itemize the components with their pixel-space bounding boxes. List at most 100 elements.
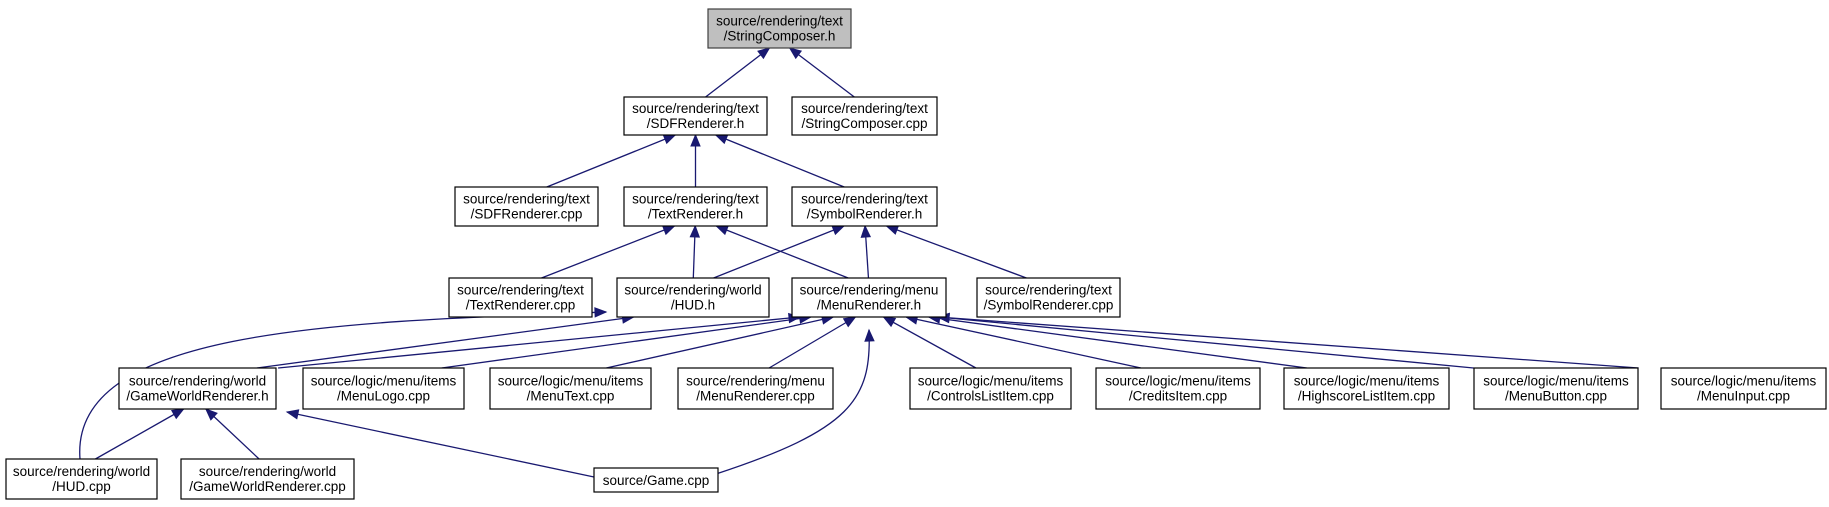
edges-layer <box>79 47 1639 478</box>
node-creditsitem_cpp[interactable]: source/logic/menu/items/CreditsItem.cpp <box>1095 367 1261 410</box>
node-hud_h[interactable]: source/rendering/world/HUD.h <box>616 277 770 318</box>
node-symbolrenderer_cpp[interactable]: source/rendering/text/SymbolRenderer.cpp <box>976 277 1121 318</box>
node-menurenderer_cpp[interactable]: source/rendering/menu/MenuRenderer.cpp <box>677 367 834 410</box>
node-box[interactable] <box>976 277 1121 318</box>
node-symbolrenderer_h[interactable]: source/rendering/text/SymbolRenderer.h <box>791 186 938 227</box>
node-menulogo_cpp[interactable]: source/logic/menu/items/MenuLogo.cpp <box>302 367 465 410</box>
node-menutext_cpp[interactable]: source/logic/menu/items/MenuText.cpp <box>489 367 652 410</box>
edge-menuinput_cpp-to-menurenderer_h <box>937 316 1639 369</box>
node-label-line1: source/rendering/world <box>13 464 150 479</box>
node-label-line1: source/Game.cpp <box>603 473 710 488</box>
node-box[interactable] <box>1660 367 1827 410</box>
node-label-line1: source/logic/menu/items <box>918 374 1064 389</box>
node-label-line1: source/rendering/world <box>199 464 336 479</box>
arrowhead-controlslistitem_cpp-to-menurenderer_h <box>882 316 897 328</box>
node-menurenderer_h[interactable]: source/rendering/menu/MenuRenderer.h <box>791 277 947 318</box>
node-textrenderer_cpp[interactable]: source/rendering/text/TextRenderer.cpp <box>448 277 593 318</box>
node-box[interactable] <box>489 367 652 410</box>
node-label-line1: source/logic/menu/items <box>1105 374 1251 389</box>
node-label-line2: /StringComposer.h <box>724 29 836 44</box>
node-highscorelistitem_cpp[interactable]: source/logic/menu/items/HighscoreListIte… <box>1283 367 1450 410</box>
node-textrenderer_h[interactable]: source/rendering/text/TextRenderer.h <box>623 186 768 227</box>
node-menuinput_cpp[interactable]: source/logic/menu/items/MenuInput.cpp <box>1660 367 1827 410</box>
edge-symbolrenderer_cpp-to-symbolrenderer_h <box>886 225 1027 279</box>
node-label-line2: /HUD.cpp <box>52 479 111 494</box>
arrowhead-hud_cpp-to-gameworldrenderer_h <box>170 408 185 420</box>
edge-gameworldrenderer_cpp-to-gameworldrenderer_h <box>205 408 260 460</box>
node-label-line2: /SDFRenderer.cpp <box>471 207 583 222</box>
arrowhead-textrenderer_cpp-to-textrenderer_h <box>661 225 676 236</box>
node-box[interactable] <box>623 186 768 227</box>
node-label-line1: source/rendering/text <box>801 101 928 116</box>
node-box[interactable] <box>448 277 593 318</box>
arrowhead-menurenderer_h-to-symbolrenderer_h <box>860 224 872 238</box>
edge-highscorelistitem_cpp-to-menurenderer_h <box>928 316 1307 369</box>
node-box[interactable] <box>707 8 852 49</box>
node-box[interactable] <box>909 367 1072 410</box>
edge-menubutton_cpp-to-menurenderer_h <box>937 316 1474 369</box>
node-label-line2: /MenuRenderer.cpp <box>696 389 815 404</box>
node-stringcomposer_cpp[interactable]: source/rendering/text/StringComposer.cpp <box>791 96 938 136</box>
edge-hud_h-to-symbolrenderer_h <box>713 225 845 279</box>
node-label-line2: /MenuLogo.cpp <box>337 389 430 404</box>
node-box[interactable] <box>791 277 947 318</box>
edge-hud_cpp-to-gameworldrenderer_h <box>95 408 184 460</box>
node-box[interactable] <box>180 458 355 500</box>
edge-sdfrenderer_cpp-to-sdfrenderer_h <box>546 134 676 188</box>
node-box[interactable] <box>623 96 768 136</box>
arrowhead-menurenderer_cpp-to-menurenderer_h <box>842 316 857 328</box>
node-label-line1: source/rendering/menu <box>800 283 939 298</box>
edge-stringcomposer_cpp-to-stringcomposer_h <box>789 47 855 98</box>
node-box[interactable] <box>1283 367 1450 410</box>
node-label-line1: source/rendering/text <box>632 101 759 116</box>
node-sdfrenderer_cpp[interactable]: source/rendering/text/SDFRenderer.cpp <box>454 186 599 227</box>
edge-gameworldrenderer_h-to-menurenderer_h <box>278 316 801 369</box>
node-box[interactable] <box>1473 367 1639 410</box>
node-hud_cpp[interactable]: source/rendering/world/HUD.cpp <box>5 458 158 500</box>
node-label-line2: /GameWorldRenderer.h <box>126 389 268 404</box>
node-game_cpp[interactable]: source/Game.cpp <box>593 467 719 493</box>
nodes-layer: source/rendering/text/StringComposer.hso… <box>5 8 1827 500</box>
edge-menulogo_cpp-to-menurenderer_h <box>441 316 811 369</box>
node-label-line1: source/logic/menu/items <box>498 374 644 389</box>
node-label-line1: source/rendering/text <box>985 283 1112 298</box>
node-label-line2: /SDFRenderer.h <box>647 116 745 131</box>
node-label-line2: /MenuRenderer.h <box>817 298 921 313</box>
arrowhead-hud_h-to-textrenderer_h <box>689 224 701 238</box>
arrowhead-hud_h-to-symbolrenderer_h <box>831 225 846 236</box>
arrowhead-sdfrenderer_h-to-stringcomposer_h <box>757 47 771 60</box>
node-box[interactable] <box>593 467 719 493</box>
node-menubutton_cpp[interactable]: source/logic/menu/items/MenuButton.cpp <box>1473 367 1639 410</box>
edge-game_cpp-to-menurenderer_h <box>715 329 870 475</box>
node-box[interactable] <box>454 186 599 227</box>
node-label-line1: source/rendering/text <box>457 283 584 298</box>
edge-menurenderer_h-to-textrenderer_h <box>716 225 849 279</box>
node-sdfrenderer_h[interactable]: source/rendering/text/SDFRenderer.h <box>623 96 768 136</box>
edge-controlslistitem_cpp-to-menurenderer_h <box>883 316 977 369</box>
node-box[interactable] <box>677 367 834 410</box>
arrowhead-menurenderer_h-to-textrenderer_h <box>715 225 729 236</box>
node-label-line2: /MenuInput.cpp <box>1697 389 1790 404</box>
node-label-line2: /SymbolRenderer.cpp <box>984 298 1114 313</box>
arrowhead-hud_cpp-to-hud_h <box>594 307 608 318</box>
node-box[interactable] <box>616 277 770 318</box>
node-label-line2: /GameWorldRenderer.cpp <box>189 479 346 494</box>
node-box[interactable] <box>118 367 277 410</box>
node-box[interactable] <box>791 96 938 136</box>
node-gameworldrenderer_h[interactable]: source/rendering/world/GameWorldRenderer… <box>118 367 277 410</box>
node-label-line2: /HUD.h <box>671 298 715 313</box>
node-box[interactable] <box>302 367 465 410</box>
edge-symbolrenderer_h-to-sdfrenderer_h <box>715 134 845 188</box>
node-label-line1: source/rendering/text <box>801 192 928 207</box>
node-box[interactable] <box>1095 367 1261 410</box>
node-gameworldrenderer_cpp[interactable]: source/rendering/world/GameWorldRenderer… <box>180 458 355 500</box>
node-box[interactable] <box>791 186 938 227</box>
edge-menutext_cpp-to-menurenderer_h <box>606 316 834 369</box>
node-controlslistitem_cpp[interactable]: source/logic/menu/items/ControlsListItem… <box>909 367 1072 410</box>
node-label-line2: /TextRenderer.h <box>648 207 743 222</box>
node-label-line1: source/logic/menu/items <box>1483 374 1629 389</box>
node-stringcomposer_h[interactable]: source/rendering/text/StringComposer.h <box>707 8 852 49</box>
node-box[interactable] <box>5 458 158 500</box>
edge-menurenderer_cpp-to-menurenderer_h <box>768 316 856 369</box>
